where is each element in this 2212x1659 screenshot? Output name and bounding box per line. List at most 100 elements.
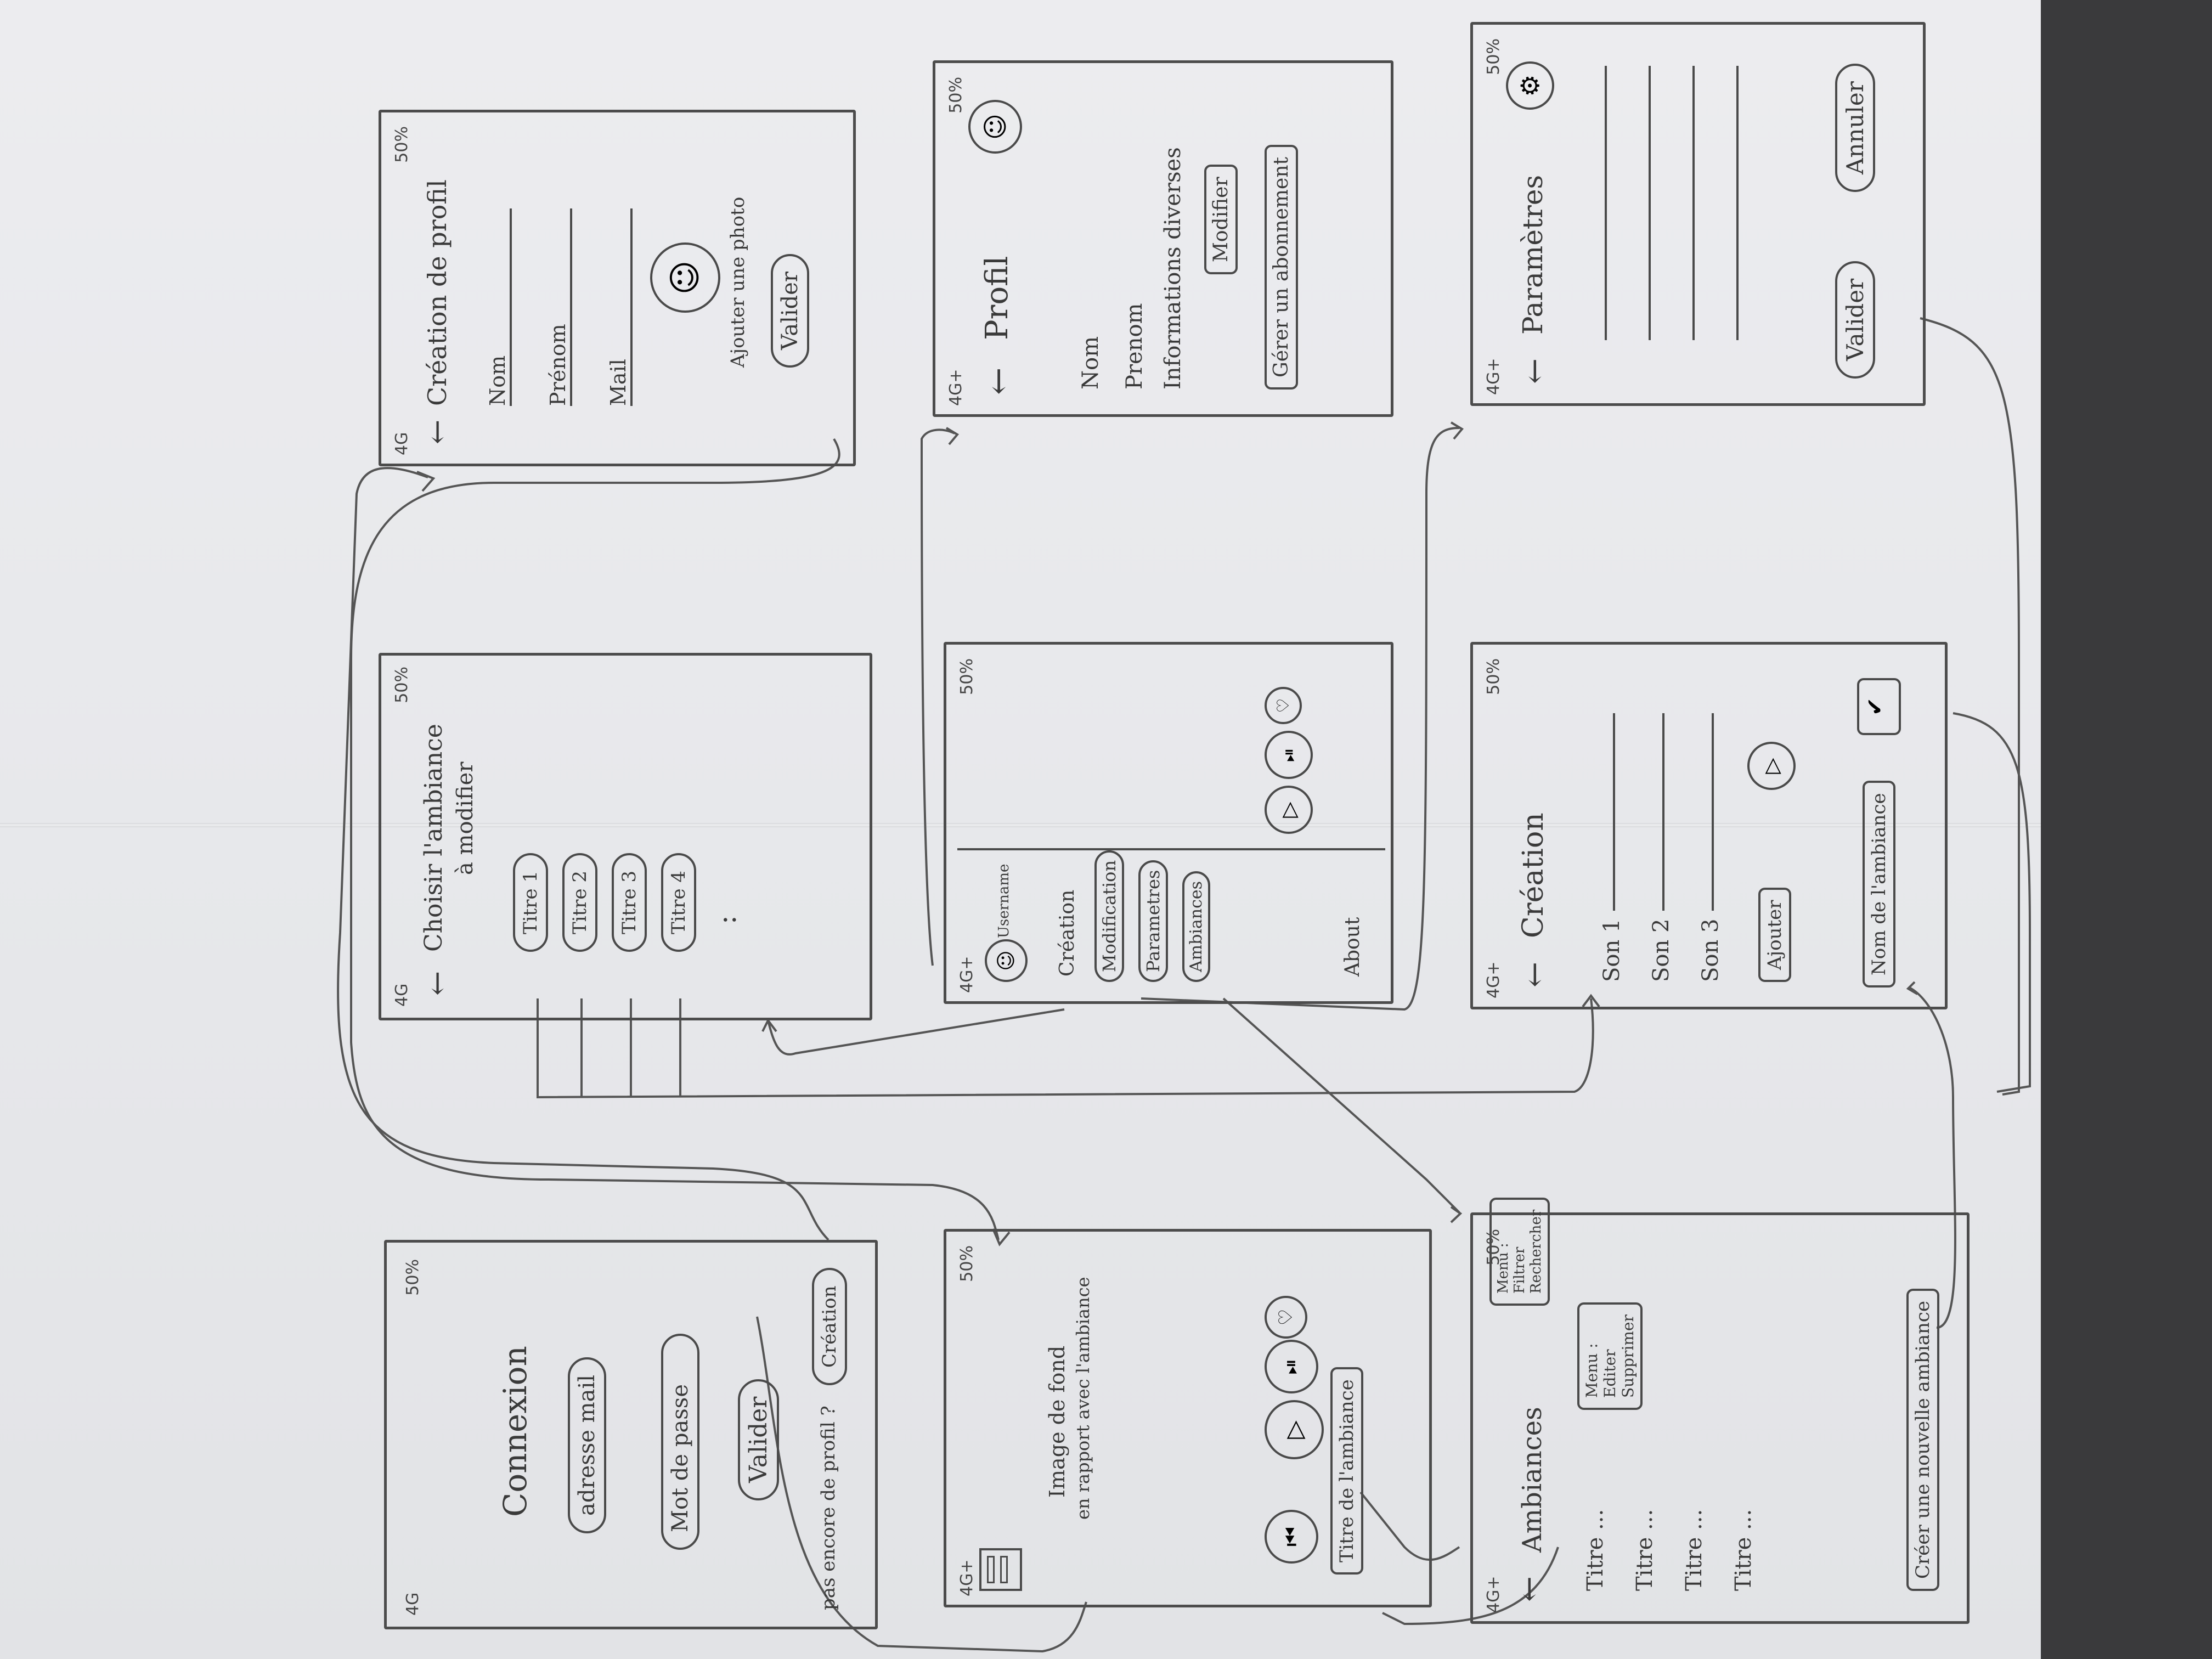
avatar-icon[interactable]: ☺ <box>968 100 1022 154</box>
submit-button[interactable]: Valider <box>771 253 809 368</box>
context-menu-filter: Menu : Filtrer Rechercher <box>1489 1197 1550 1306</box>
no-profile-text: pas encore de profil ? <box>817 1406 839 1610</box>
drawer-item-parametres[interactable]: Parametres <box>1138 860 1168 982</box>
mail-field[interactable]: Mail <box>606 208 633 406</box>
network-indicator: 4G+ <box>1484 358 1503 395</box>
info-text: Informations diverses <box>1160 147 1186 390</box>
play-icon[interactable]: ▷ <box>1747 742 1796 790</box>
back-arrow-icon[interactable]: ← <box>1517 962 1553 988</box>
cancel-button[interactable]: Annuler <box>1835 64 1875 192</box>
password-field[interactable]: Mot de passe <box>661 1334 699 1550</box>
network-indicator: 4G <box>403 1592 422 1616</box>
paper-sheet <box>0 0 2041 1659</box>
settings-row[interactable] <box>1692 66 1695 340</box>
avatar-icon[interactable]: ☺ <box>650 242 720 313</box>
previous-icon[interactable]: ⏮ <box>1265 1510 1318 1564</box>
more-indicator: : <box>710 915 742 924</box>
menu-item-delete[interactable]: Supprimer <box>1619 1314 1637 1398</box>
screen-profile-creation: 4G 50% ← Création de profil Nom Prénom M… <box>379 110 856 466</box>
settings-row[interactable] <box>1736 66 1739 340</box>
list-item-ambiance[interactable]: Titre 1 <box>513 853 548 952</box>
list-item-ambiance[interactable]: Titre ... <box>1583 1509 1608 1591</box>
background-text-line1: Image de fond <box>1045 1345 1069 1498</box>
sound-slider[interactable] <box>1712 713 1714 911</box>
ambiance-name-field[interactable]: Nom de l'ambiance <box>1863 781 1895 988</box>
page-title: Paramètres <box>1517 174 1549 335</box>
page-title: Création <box>1517 812 1550 938</box>
network-indicator: 4G+ <box>1484 1576 1503 1613</box>
firstname-field[interactable]: Prénom <box>546 208 572 406</box>
sound-label: Son 2 <box>1649 918 1674 982</box>
screen-settings: 4G+ 50% ← Paramètres ⚙ Valider Annuler <box>1470 22 1926 406</box>
screen-choose-ambiance: 4G 50% ← Choisir l'ambiance à modifier T… <box>379 653 872 1020</box>
back-arrow-icon[interactable]: ← <box>420 419 454 444</box>
menu-icon[interactable] <box>979 1548 1022 1591</box>
list-item-ambiance[interactable]: Titre ... <box>1681 1509 1707 1591</box>
back-arrow-icon[interactable]: ← <box>1511 1576 1547 1602</box>
name-field[interactable]: Nom <box>486 208 512 406</box>
new-ambiance-button[interactable]: Créer une nouvelle ambiance <box>1906 1288 1939 1591</box>
avatar-icon[interactable]: ☺ <box>985 939 1028 982</box>
play-icon[interactable]: ▷ <box>1265 786 1313 834</box>
back-arrow-icon[interactable]: ← <box>1517 358 1553 384</box>
back-arrow-icon[interactable]: ← <box>420 970 454 996</box>
drawer-item-creation[interactable]: Création <box>1056 889 1079 977</box>
favorite-heart-icon[interactable]: ♡ <box>1265 687 1302 724</box>
menu-item-filter[interactable]: Filtrer <box>1511 1246 1528 1294</box>
confirm-check-icon[interactable]: ✔ <box>1857 678 1901 735</box>
sound-slider[interactable] <box>1662 713 1664 911</box>
background-text-line2: en rapport avec l'ambiance <box>1073 1277 1093 1520</box>
list-item-ambiance[interactable]: Titre ... <box>1632 1509 1657 1591</box>
menu-title: Menu : <box>1583 1343 1601 1398</box>
menu-title: Menu : <box>1495 1243 1511 1294</box>
edit-button[interactable]: Modifier <box>1204 165 1238 274</box>
play-icon[interactable]: ▷ <box>1265 1400 1324 1459</box>
add-button[interactable]: Ajouter <box>1758 888 1791 982</box>
screen-profil: 4G+ 50% ← Profil ☺ Nom Prenom Informatio… <box>933 60 1393 417</box>
create-profile-button[interactable]: Création <box>812 1268 847 1385</box>
name-text: Nom <box>1078 336 1103 390</box>
sound-label: Son 3 <box>1698 918 1723 982</box>
network-indicator: 4G <box>392 983 411 1007</box>
sound-slider[interactable] <box>1613 713 1615 911</box>
email-field[interactable]: adresse mail <box>568 1357 606 1533</box>
settings-row[interactable] <box>1649 66 1651 340</box>
firstname-text: Prenom <box>1122 303 1147 390</box>
list-item-ambiance[interactable]: Titre 3 <box>612 853 647 952</box>
play-pause-icon[interactable]: ⏯ <box>1265 731 1313 779</box>
play-pause-icon[interactable]: ⏯ <box>1265 1340 1318 1393</box>
page-title: Profil <box>979 256 1015 340</box>
page-title: Création de profil <box>422 179 452 406</box>
drawer-item-modification[interactable]: Modification <box>1094 850 1124 982</box>
sound-label: Son 1 <box>1599 918 1624 982</box>
username-text: Username <box>996 864 1012 938</box>
context-menu-edit: Menu : Editer Supprimer <box>1577 1302 1643 1410</box>
track-title-button[interactable]: Titre de l'ambiance <box>1330 1367 1363 1575</box>
flow-arrows <box>337 317 2031 1653</box>
list-item-ambiance[interactable]: Titre 2 <box>562 853 597 952</box>
add-photo-text[interactable]: Ajouter une photo <box>727 196 749 368</box>
drawer-item-about[interactable]: About <box>1341 917 1364 977</box>
screen-connexion: 4G 50% Connexion adresse mail Mot de pas… <box>384 1240 878 1629</box>
back-arrow-icon[interactable]: ← <box>979 367 1018 395</box>
screen-player: 4G+ 50% Image de fond en rapport avec l'… <box>944 1229 1432 1607</box>
paper-fold <box>0 823 2041 827</box>
drawer-item-ambiances[interactable]: Ambiances <box>1182 871 1210 982</box>
network-indicator: 4G+ <box>1484 961 1503 998</box>
menu-item-search[interactable]: Rechercher <box>1528 1209 1544 1294</box>
settings-row[interactable] <box>1605 66 1607 340</box>
list-item-ambiance[interactable]: Titre 4 <box>661 853 696 952</box>
network-indicator: 4G+ <box>957 1559 977 1596</box>
list-item-ambiance[interactable]: Titre ... <box>1731 1509 1756 1591</box>
favorite-heart-icon[interactable]: ♡ <box>1265 1296 1307 1339</box>
battery-indicator: 50% <box>403 1259 422 1296</box>
submit-button[interactable]: Valider <box>1835 261 1875 379</box>
screen-creation: 4G+ 50% ← Création Son 1 Son 2 Son 3 Ajo… <box>1470 642 1948 1009</box>
page-title: Ambiances <box>1517 1407 1548 1553</box>
battery-indicator: 50% <box>946 77 966 114</box>
submit-button[interactable]: Valider <box>738 1379 779 1500</box>
menu-item-edit[interactable]: Editer <box>1601 1349 1619 1398</box>
subscription-button[interactable]: Gérer un abonnement <box>1265 145 1298 390</box>
battery-indicator: 50% <box>957 658 977 695</box>
battery-indicator: 50% <box>392 667 411 703</box>
